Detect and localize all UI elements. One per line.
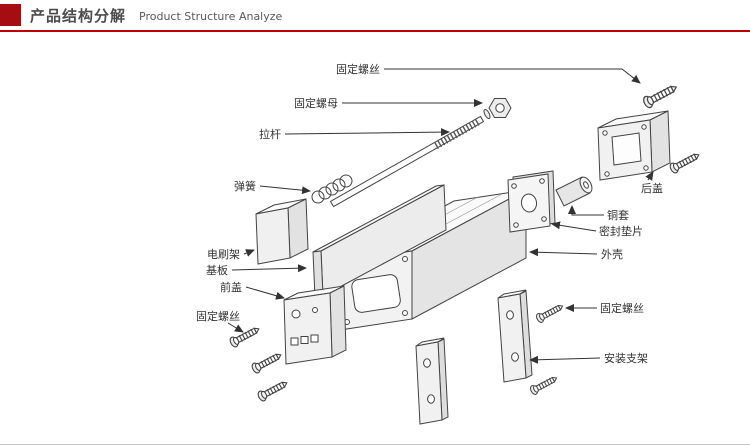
leader-base-plate [231,264,307,273]
label-rear-cover: 后盖 [641,181,663,195]
leader-copper-sleeve [568,205,604,216]
leader-spring [259,185,311,195]
label-base-plate: 基板 [206,263,228,277]
label-brush-holder: 电刷架 [207,248,240,261]
leader-rear-cover [645,171,654,181]
screw-right-mid [534,301,566,325]
screw-bracket [528,373,560,397]
label-pull-rod: 拉杆 [259,127,281,141]
leader-front-cover [245,286,285,300]
rear-cover-part [597,110,671,181]
leader-mounting-bracket [529,355,601,364]
bottom-border [0,444,750,445]
fixing-nut-part [483,98,512,120]
spring-part [311,174,353,204]
label-fixing-screw-right: 固定螺丝 [600,301,644,315]
page-subtitle: Product Structure Analyze [139,10,283,23]
brush-holder-part [255,198,309,265]
label-spring: 弹簧 [234,179,256,193]
leader-sealing-gasket [551,221,597,232]
header-divider [0,30,750,32]
screw-rear-cover [668,149,702,175]
front-cover-part [283,285,347,365]
pull-rod-part [329,115,485,208]
label-fixing-nut: 固定螺母 [294,96,338,110]
page-title: 产品结构分解 [30,6,127,25]
header-bullet-icon [0,4,21,26]
mounting-bracket-b-part [497,289,533,383]
sealing-gasket-part [507,170,556,233]
screw-left-3 [256,377,290,403]
screw-top-right [641,81,680,110]
mounting-bracket-a-part [415,337,449,425]
leader-housing [529,248,598,257]
leader-pull-rod [284,128,450,137]
label-mounting-bracket: 安装支架 [604,351,648,365]
label-sealing-gasket: 密封垫片 [599,224,643,238]
screw-left-1 [228,323,262,349]
base-plate-part [312,184,447,298]
label-housing: 外壳 [601,247,623,261]
copper-sleeve-part [555,176,593,207]
label-fixing-screw-left: 固定螺丝 [196,309,240,323]
label-front-cover: 前盖 [220,280,242,294]
leader-fixing-screw-left [227,322,244,333]
screw-left-2 [250,349,284,375]
label-fixing-screw-top: 固定螺丝 [336,62,380,76]
leader-fixing-screw-top [384,68,641,84]
label-copper-sleeve: 铜套 [607,208,629,222]
leader-brush-holder [243,249,255,257]
header: 产品结构分解 Product Structure Analyze [0,0,750,30]
